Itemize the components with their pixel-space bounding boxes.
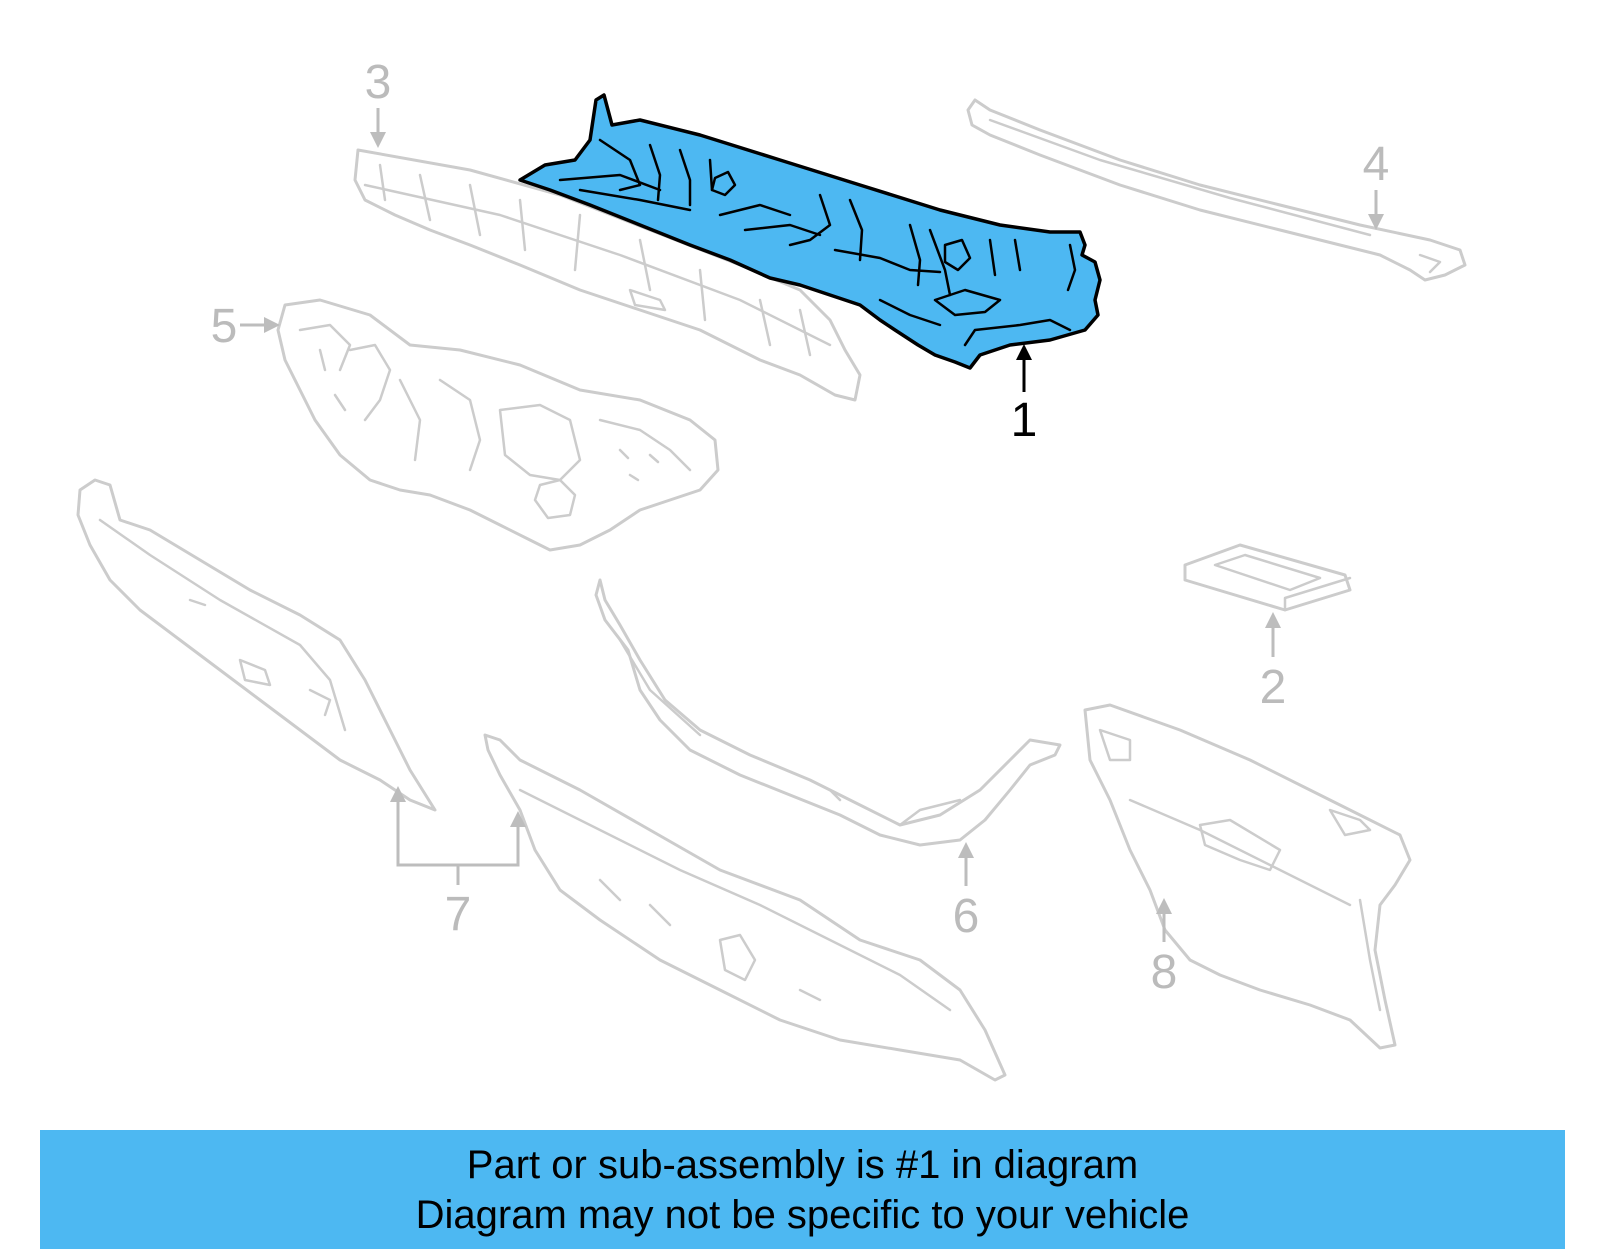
callout-2: 2 (1260, 612, 1287, 714)
callout-7: 7 (390, 786, 526, 941)
part-8-shape (1083, 703, 1412, 1050)
banner-line-disclaimer: Diagram may not be specific to your vehi… (415, 1192, 1190, 1237)
callout-5-arrowhead-icon (264, 317, 280, 333)
part-1-highlighted-shape[interactable] (518, 93, 1102, 370)
part-2-shape (1183, 543, 1352, 612)
callout-7-right-arrowhead-icon (510, 811, 526, 827)
part-4-shape (966, 98, 1467, 282)
callout-6-arrowhead-icon (958, 842, 974, 858)
part-5-shape (276, 298, 720, 552)
callout-1: 1 (1011, 344, 1038, 447)
callout-2-arrowhead-icon (1265, 612, 1281, 628)
callout-7-left-arrowhead-icon (390, 786, 406, 802)
callout-6: 6 (953, 842, 980, 943)
info-banner: Part or sub-assembly is #1 in diagram Di… (40, 1130, 1565, 1249)
callout-1-arrowhead-icon (1016, 344, 1032, 360)
callout-4-number: 4 (1363, 138, 1390, 191)
callout-8: 8 (1151, 898, 1178, 999)
callout-3-arrowhead-icon (370, 132, 386, 148)
callout-8-number: 8 (1151, 946, 1178, 999)
banner-line-part: Part or sub-assembly is #1 in diagram (466, 1142, 1139, 1187)
callout-4: 4 (1363, 138, 1390, 230)
callout-6-number: 6 (953, 890, 980, 943)
callout-3-number: 3 (365, 56, 392, 109)
part-7-left-shape (76, 478, 437, 812)
callout-5-number: 5 (211, 300, 238, 353)
callout-8-arrowhead-icon (1156, 898, 1172, 914)
callout-1-number: 1 (1011, 394, 1038, 447)
part-6-shape (594, 578, 1062, 847)
part-7-right-shape (483, 733, 1007, 1082)
callout-7-bracket (396, 800, 520, 867)
callout-2-number: 2 (1260, 661, 1287, 714)
callout-4-arrowhead-icon (1368, 214, 1384, 230)
callout-5: 5 (211, 300, 280, 353)
callout-7-number: 7 (445, 888, 472, 941)
callout-3: 3 (365, 56, 392, 148)
